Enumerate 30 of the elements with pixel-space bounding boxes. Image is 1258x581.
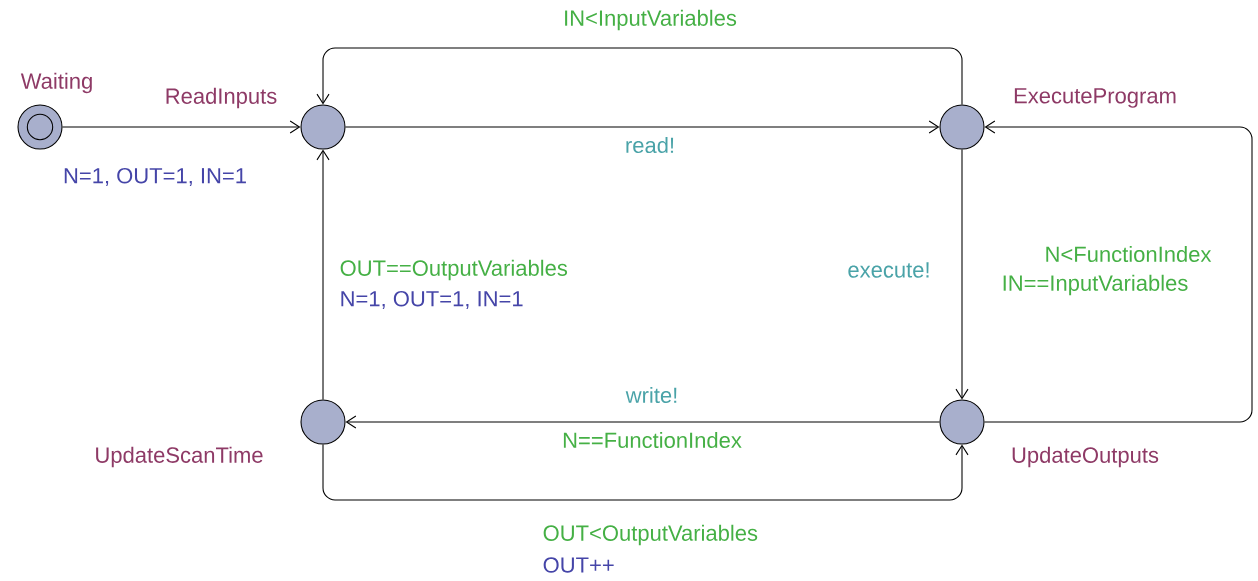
arrow <box>62 120 301 134</box>
location-circle <box>300 104 346 150</box>
arrow <box>955 149 969 400</box>
edge-label: OUT==OutputVariables <box>340 259 568 281</box>
location-name: ExecuteProgram <box>1014 88 1176 108</box>
edge-label: OUT<OutputVariables <box>543 524 758 546</box>
arrow <box>316 149 330 400</box>
arrow <box>316 47 963 105</box>
location-circle <box>939 104 985 150</box>
transition-label: IN==InputVariables <box>1003 274 1188 296</box>
arrow <box>345 120 940 134</box>
location-name: UpdateOutputs <box>1012 446 1159 468</box>
edge-label: read! <box>626 136 674 154</box>
location-circle <box>300 399 346 445</box>
initial-location-circle <box>17 104 63 150</box>
location-name: UpdateScanTime <box>96 446 263 468</box>
transition-label: N==FunctionIndex <box>563 431 742 449</box>
location-name: ReadInputs <box>166 87 277 109</box>
arrow <box>322 444 969 501</box>
edge-label: write! <box>625 386 677 404</box>
location-name: Waiting <box>20 72 92 94</box>
edge-label: execute! <box>848 262 929 278</box>
transition-label: OUT++ <box>543 557 614 573</box>
edge-label: IN<InputVariables <box>565 9 737 31</box>
edge-label: N=1, OUT=1, IN=1 <box>64 167 246 187</box>
location-circle <box>939 399 985 445</box>
arrow <box>345 415 940 429</box>
transition-label: N=1, OUT=1, IN=1 <box>341 290 523 310</box>
arrow <box>984 120 1253 423</box>
edge-label: N<FunctionIndex <box>1046 245 1212 263</box>
